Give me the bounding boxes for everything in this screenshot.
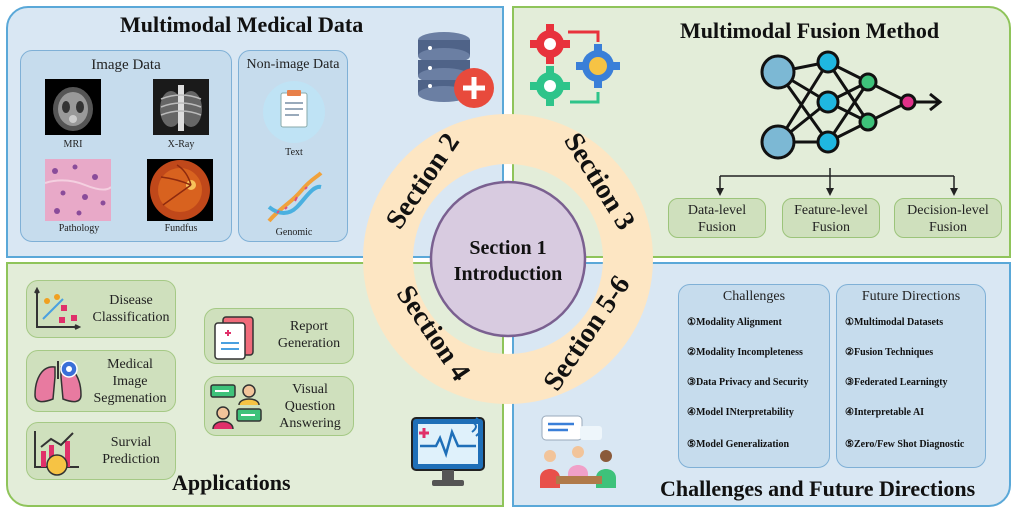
database-plus-icon [418,32,494,108]
app-label-line: Question [284,399,336,414]
gears-exchange-icon [530,24,620,106]
clipboard-document-icon [263,81,325,143]
center-line-2: Introduction [454,263,563,285]
app-label-line: Segmenation [93,391,167,406]
team-meeting-icon [540,415,616,488]
thumb-caption: Text [285,147,303,158]
decision-level-fusion-box: Decision-level Fusion [894,198,1002,238]
pathology-slide-image [45,159,111,221]
panel-title: Image Data [91,57,161,73]
list-item: ⑤Zero/Few Shot Diagnostic [845,439,965,450]
center-line-1: Section 1 [469,237,546,259]
box-line: Fusion [697,220,737,235]
chest-xray-image [153,79,209,135]
quadrant-title: Applications [172,470,291,495]
app-label: Visual Question Answering [267,381,353,432]
fundus-image [147,159,213,221]
box-line: Data-level [687,203,747,218]
list-item: ①Multimodal Datasets [845,317,944,328]
app-disease-classification: Disease Classification [26,280,176,338]
box-line: Fusion [928,220,968,235]
lungs-icon [34,360,82,403]
quadrant-title: Multimodal Medical Data [120,12,364,37]
list-item: ③Data Privacy and Security [687,377,809,388]
mri-brain-image [45,79,101,135]
app-label-line: Visual [292,382,328,397]
ring-band [363,114,653,404]
report-icon [214,316,254,360]
list-item: ③Federated Learningty [845,377,948,388]
thumb-caption: Pathology [58,223,100,234]
app-label-line: Disease [109,293,153,308]
data-level-fusion-box: Data-level Fusion [668,198,766,238]
list-item: ②Modality Incompleteness [687,347,803,358]
thumb-caption: Genomic [275,227,313,238]
app-label-line: Answering [279,416,341,431]
ai-chart-icon [34,431,79,476]
app-label-line: Survial [110,435,152,450]
list-item: ②Fusion Techniques [845,347,934,358]
list-item: ④Model INterpretability [687,407,794,418]
app-report-generation: Report Generation [204,308,354,364]
app-label: Medical Image Segmenation [85,356,175,407]
center-circle [429,180,587,338]
app-label-line: Image [112,374,148,389]
app-label-line: Generation [277,336,341,351]
app-label: Survial Prediction [87,434,175,468]
box-line: Fusion [811,220,851,235]
panel-title: Future Directions [861,289,961,304]
panel-title: Challenges [722,289,786,304]
list-item: ④Interpretable AI [845,407,925,418]
list-item: ①Modality Alignment [687,317,782,328]
list-item: ⑤Model Generalization [687,439,790,450]
medical-data-quadrant: Multimodal Medical Data Image Data MRI X… [6,6,504,258]
app-survival-prediction: Survial Prediction [26,422,176,480]
box-line: Decision-level [907,203,989,218]
app-label-line: Report [289,319,329,334]
thumb-caption: X-Ray [167,139,195,150]
image-data-panel: Image Data MRI X-Ray Pat [20,50,232,242]
app-medical-image-segmentation: Medical Image Segmenation [26,350,176,412]
app-visual-question-answering: Visual Question Answering [204,376,354,436]
challenges-panel: Challenges ①Modality Alignment ②Modality… [678,284,830,468]
panel-title: Non-image Data [246,57,340,72]
app-label: Report Generation [265,318,353,352]
thumb-caption: MRI [63,139,83,150]
scatter-plot-icon [34,287,81,330]
quadrant-title: Challenges and Future Directions [660,476,976,501]
neural-network-icon [760,50,943,160]
thumb-caption: Fundfus [164,223,198,234]
future-directions-panel: Future Directions ①Multimodal Datasets ②… [836,284,986,468]
app-label-line: Medical [107,357,153,372]
app-label-line: Prediction [102,452,160,467]
app-label-line: Classification [92,310,170,325]
app-label: Disease Classification [87,292,175,326]
quadrant-title: Multimodal Fusion Method [680,18,940,43]
feature-level-fusion-box: Feature-level Fusion [782,198,880,238]
chat-doctor-icon [210,384,262,430]
heart-monitor-icon [411,417,485,486]
box-line: Feature-level [794,203,868,218]
dna-helix-icon [267,171,323,223]
nonimage-data-panel: Non-image Data Text Genomic [238,50,348,242]
